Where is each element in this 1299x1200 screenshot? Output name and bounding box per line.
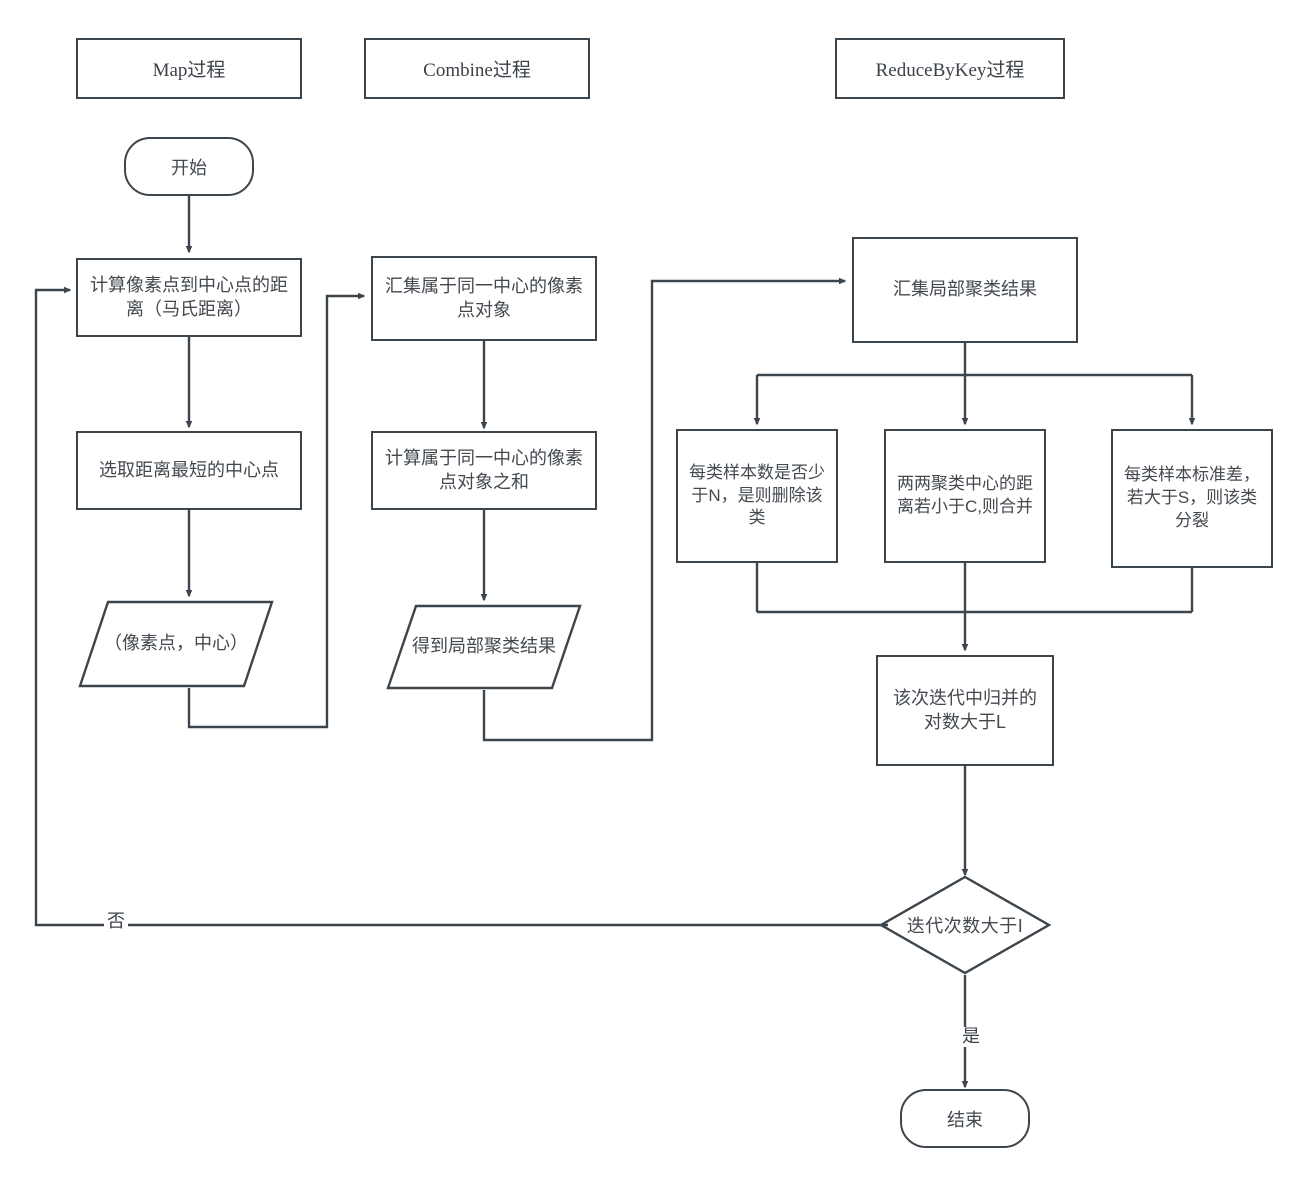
node-combine-sum: 计算属于同一中心的像素点对象之和 xyxy=(371,431,597,510)
node-combine-output: 得到局部聚类结果 xyxy=(386,604,582,690)
lane-header-combine: Combine过程 xyxy=(364,38,590,99)
node-reduce-merge-centers-label: 两两聚类中心的距离若小于C,则合并 xyxy=(897,474,1033,516)
lane-header-map: Map过程 xyxy=(76,38,302,99)
node-map-nearest-center-label: 选取距离最短的中心点 xyxy=(99,459,279,480)
node-map-output-label: （像素点，中心） xyxy=(104,633,248,654)
node-reduce-split-class: 每类样本标准差，若大于S，则该类分裂 xyxy=(1111,429,1273,568)
node-map-nearest-center: 选取距离最短的中心点 xyxy=(76,431,302,510)
lane-header-reducebykey: ReduceByKey过程 xyxy=(835,38,1065,99)
node-combine-collect: 汇集属于同一中心的像素点对象 xyxy=(371,256,597,341)
edge-label-no: 否 xyxy=(104,911,128,932)
node-combine-sum-label: 计算属于同一中心的像素点对象之和 xyxy=(385,447,583,492)
node-start-label: 开始 xyxy=(171,157,207,178)
node-map-distance-label: 计算像素点到中心点的距离（马氏距离） xyxy=(90,274,288,319)
node-map-output: （像素点，中心） xyxy=(78,600,274,688)
node-reduce-collect: 汇集局部聚类结果 xyxy=(852,237,1078,343)
lane-header-map-label: Map过程 xyxy=(152,60,226,81)
node-reduce-drop-small: 每类样本数是否少于N，是则删除该类 xyxy=(676,429,838,563)
node-reduce-merge-count-label: 该次迭代中归并的对数大于L xyxy=(893,687,1037,732)
node-start: 开始 xyxy=(124,137,254,196)
node-reduce-merge-count: 该次迭代中归并的对数大于L xyxy=(876,655,1054,766)
lane-header-combine-label: Combine过程 xyxy=(423,60,531,81)
node-reduce-drop-small-label: 每类样本数是否少于N，是则删除该类 xyxy=(689,462,825,528)
node-end-label: 结束 xyxy=(947,1109,983,1130)
node-combine-collect-label: 汇集属于同一中心的像素点对象 xyxy=(385,275,583,320)
lane-header-reducebykey-label: ReduceByKey过程 xyxy=(875,60,1025,81)
node-iteration-decision-label: 迭代次数大于I xyxy=(906,916,1024,936)
node-end: 结束 xyxy=(900,1089,1030,1148)
node-reduce-merge-centers: 两两聚类中心的距离若小于C,则合并 xyxy=(884,429,1046,563)
edge-label-yes: 是 xyxy=(959,1026,983,1047)
node-combine-output-label: 得到局部聚类结果 xyxy=(412,636,556,657)
node-reduce-split-class-label: 每类样本标准差，若大于S，则该类分裂 xyxy=(1124,465,1260,530)
node-map-distance: 计算像素点到中心点的距离（马氏距离） xyxy=(76,258,302,337)
node-reduce-collect-label: 汇集局部聚类结果 xyxy=(893,279,1037,300)
node-iteration-decision: 迭代次数大于I xyxy=(878,875,1052,975)
